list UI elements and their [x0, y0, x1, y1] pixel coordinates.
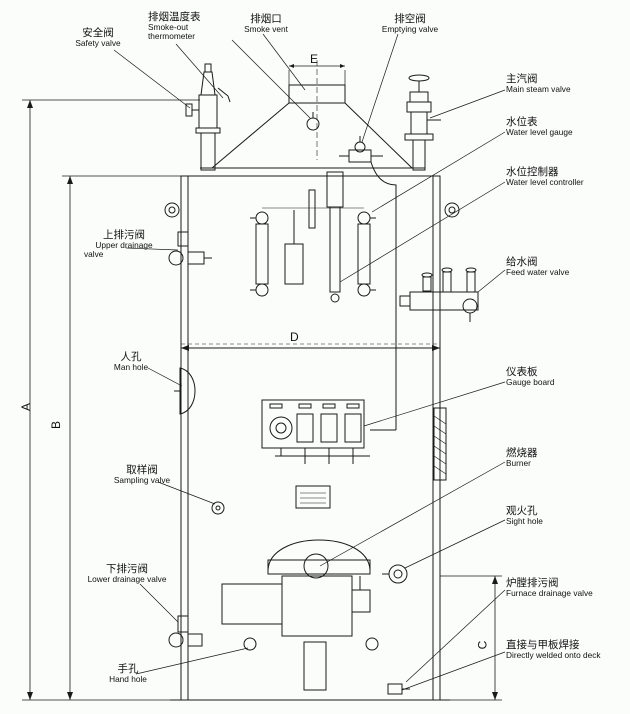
boiler-body — [170, 175, 450, 701]
emptying-valve-drawing — [339, 136, 397, 431]
nameplate-drawing — [295, 485, 331, 509]
label-main-steam-valve: 主汽阀 Main steam valve — [506, 73, 571, 95]
label-safety-valve: 安全阀 Safety valve — [66, 27, 130, 49]
label-welded-deck: 直接与甲板焊接 Directly welded onto deck — [506, 639, 601, 661]
label-feed-water-valve-zh: 给水阀 — [506, 256, 538, 268]
label-gauge-board: 仪表板 Gauge board — [506, 366, 555, 388]
label-water-level-controller-zh: 水位控制器 — [506, 166, 559, 178]
label-burner-zh: 燃烧器 — [506, 447, 538, 459]
dimension-lines — [22, 99, 502, 701]
lower-drainage-valve-drawing — [168, 615, 203, 648]
leader-lines — [113, 33, 506, 691]
dim-a: A — [19, 402, 34, 412]
dim-c: C — [475, 640, 490, 650]
label-gauge-board-en: Gauge board — [506, 377, 555, 388]
label-emptying-valve-en: Emptying valve — [381, 24, 439, 35]
label-feed-water-valve-en: Feed water valve — [506, 267, 570, 278]
label-welded-deck-zh: 直接与甲板焊接 — [506, 639, 580, 651]
sight-hole-drawing — [382, 564, 408, 584]
label-water-level-gauge-zh: 水位表 — [506, 116, 538, 128]
label-hand-hole-zh: 手孔 — [117, 663, 139, 675]
label-water-level-controller-en: Water level controller — [506, 177, 584, 188]
label-upper-drainage-valve-zh: 上排污阀 — [103, 229, 145, 241]
label-man-hole-zh: 人孔 — [120, 351, 142, 363]
label-safety-valve-en: Safety valve — [75, 38, 121, 49]
label-hand-hole-en: Hand hole — [109, 674, 147, 685]
label-safety-valve-zh: 安全阀 — [82, 27, 114, 39]
label-main-steam-valve-en: Main steam valve — [506, 84, 571, 95]
smoke-hood — [200, 60, 425, 177]
label-emptying-valve-zh: 排空阀 — [394, 13, 426, 25]
label-man-hole: 人孔 Man hole — [106, 351, 156, 373]
feed-water-valves-drawing — [399, 267, 479, 322]
label-water-level-controller: 水位控制器 Water level controller — [506, 166, 584, 188]
label-sight-hole: 观火孔 Sight hole — [506, 505, 543, 527]
label-smoke-vent: 排烟口 Smoke vent — [236, 13, 296, 35]
sampling-valve-drawing — [211, 501, 225, 515]
side-grating-drawing — [433, 407, 447, 481]
label-sampling-valve-zh: 取样阀 — [126, 464, 158, 476]
label-smoke-vent-en: Smoke vent — [244, 24, 288, 35]
label-gauge-board-zh: 仪表板 — [506, 366, 538, 378]
label-burner: 燃烧器 Burner — [506, 447, 538, 469]
safety-valve-drawing — [185, 63, 231, 171]
hand-holes-drawing — [243, 637, 379, 651]
label-lower-drainage-valve-en: Lower drainage valve — [87, 574, 167, 585]
label-upper-drainage-valve-en2: valve — [84, 248, 104, 259]
label-smoke-vent-zh: 排烟口 — [250, 13, 282, 25]
label-man-hole-en: Man hole — [113, 362, 149, 373]
label-burner-en: Burner — [506, 458, 531, 469]
label-emptying-valve: 排空阀 Emptying valve — [368, 13, 452, 35]
water-level-gauges-drawing — [250, 171, 376, 303]
label-smoke-thermometer-en1: Smoke-out — [148, 22, 189, 33]
upper-drainage-valve-drawing — [168, 231, 212, 266]
label-upper-drainage-valve-en1: Upper drainage — [95, 240, 153, 251]
burner-drawing — [221, 539, 371, 691]
label-upper-drainage-valve: 上排污阀 Upper drainage valve — [84, 229, 164, 259]
label-smoke-thermometer-zh: 排烟温度表 — [148, 11, 201, 23]
smoke-thermometer-drawing — [306, 112, 320, 131]
label-feed-water-valve: 给水阀 Feed water valve — [506, 256, 570, 278]
dim-b: B — [49, 420, 64, 430]
label-hand-hole: 手孔 Hand hole — [100, 663, 156, 685]
label-sampling-valve-en: Sampling valve — [113, 475, 171, 486]
furnace-drainage-drawing — [387, 683, 410, 695]
label-furnace-drainage-valve-en: Furnace drainage valve — [506, 588, 593, 599]
dim-e: E — [310, 52, 319, 66]
label-smoke-thermometer-en2: thermometer — [148, 30, 196, 41]
label-sampling-valve: 取样阀 Sampling valve — [92, 464, 192, 486]
man-hole-drawing — [174, 367, 196, 415]
dim-d: D — [290, 330, 299, 344]
label-water-level-gauge: 水位表 Water level gauge — [506, 116, 573, 138]
label-lower-drainage-valve-zh: 下排污阀 — [106, 563, 148, 575]
label-lower-drainage-valve: 下排污阀 Lower drainage valve — [76, 563, 178, 585]
gauge-board-drawing — [261, 399, 370, 464]
label-smoke-thermometer: 排烟温度表 Smoke-out thermometer — [148, 11, 201, 41]
main-steam-valve-drawing — [404, 74, 441, 171]
label-sight-hole-zh: 观火孔 — [506, 505, 538, 517]
label-sight-hole-en: Sight hole — [506, 516, 543, 527]
label-water-level-gauge-en: Water level gauge — [506, 127, 573, 138]
label-furnace-drainage-valve: 炉膛排污阀 Furnace drainage valve — [506, 577, 593, 599]
label-main-steam-valve-zh: 主汽阀 — [506, 73, 538, 85]
lifting-lugs-drawing — [164, 202, 460, 218]
label-furnace-drainage-valve-zh: 炉膛排污阀 — [506, 577, 559, 589]
label-welded-deck-en: Directly welded onto deck — [506, 650, 601, 661]
